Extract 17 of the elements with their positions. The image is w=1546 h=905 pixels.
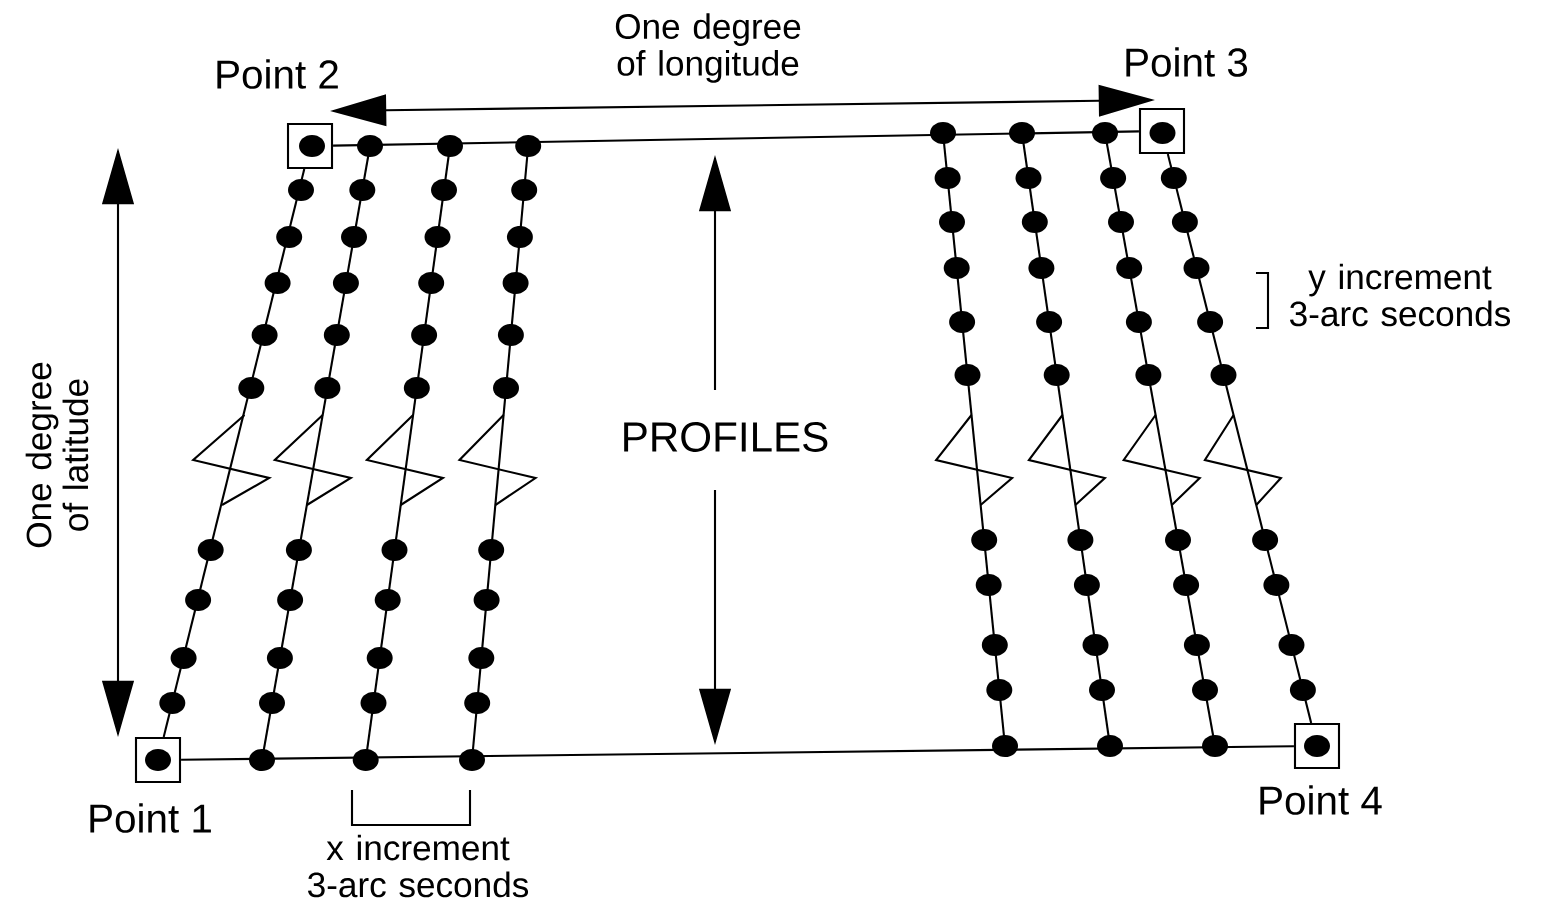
point-label: Point 3 [1126,47,1248,77]
point-marker [1293,722,1341,770]
grid-line [333,130,1139,147]
grid-line [1166,153,1313,724]
point-marker [286,122,334,170]
grid-line [181,745,1294,761]
dimension-label: x increment 3-arc seconds [308,834,529,898]
dimension-label: y increment 3-arc seconds [1290,263,1511,327]
dimension-label: One degree of latitude [25,362,89,548]
point-label: Point 4 [1260,785,1382,815]
grid-line [162,168,306,738]
dimension-label: PROFILES [624,422,828,452]
point-marker [134,736,182,784]
point-label: Point 2 [217,59,338,89]
point-marker [1138,107,1186,155]
dimension-label: One degree of longitude [615,13,801,83]
point-label: Point 1 [90,803,211,833]
